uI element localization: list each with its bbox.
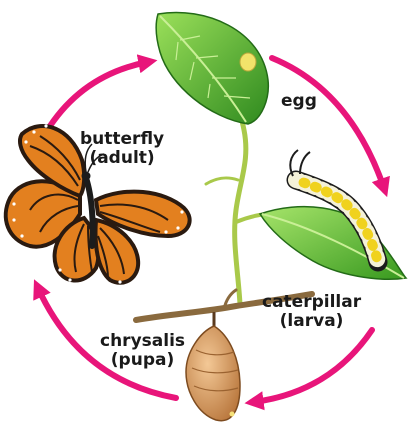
label-butterfly-name: butterfly — [80, 130, 164, 149]
cycle-arrow-icon — [272, 58, 384, 188]
chrysalis-icon — [186, 312, 240, 421]
label-caterpillar: caterpillar (larva) — [262, 293, 361, 331]
label-butterfly-stage: (adult) — [80, 149, 164, 168]
cycle-arrow-icon — [50, 62, 148, 126]
label-egg: egg — [281, 92, 317, 111]
label-caterpillar-name: caterpillar — [262, 293, 361, 312]
label-chrysalis-name: chrysalis — [100, 332, 185, 351]
label-chrysalis-stage: (pupa) — [100, 351, 185, 370]
stem-branch-small — [206, 178, 238, 184]
label-caterpillar-stage: (larva) — [262, 312, 361, 331]
cycle-arrow-icon — [254, 330, 372, 402]
label-chrysalis: chrysalis (pupa) — [100, 332, 185, 370]
egg-icon — [240, 53, 256, 71]
label-egg-text: egg — [281, 92, 317, 111]
label-butterfly: butterfly (adult) — [80, 130, 164, 168]
